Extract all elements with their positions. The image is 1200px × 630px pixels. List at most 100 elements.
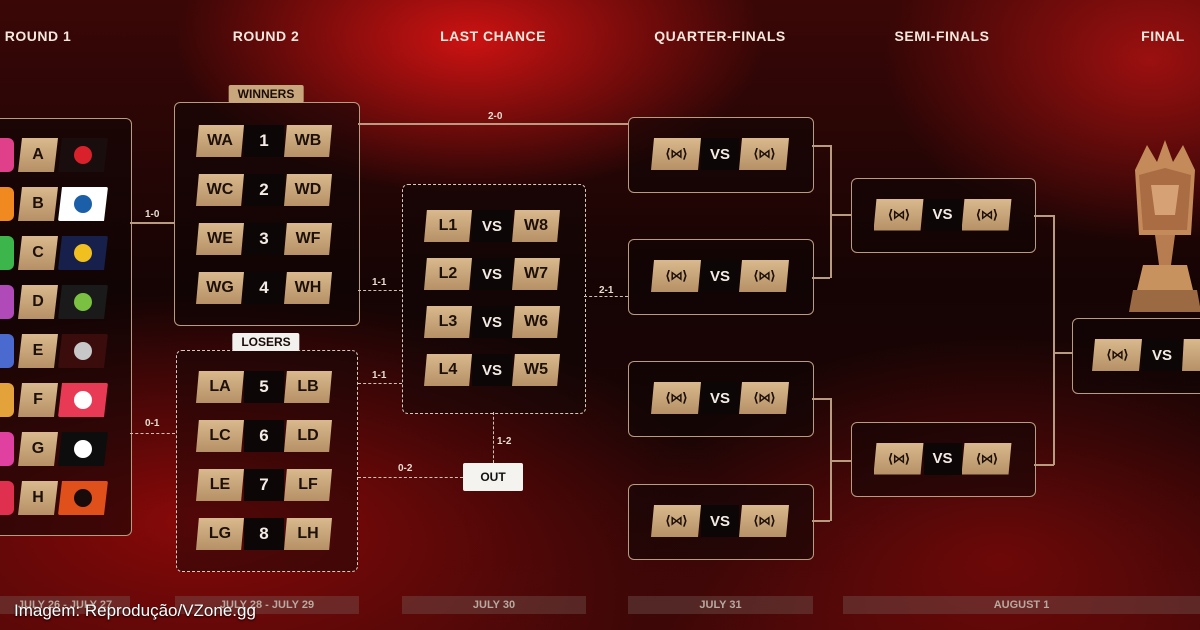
team-row[interactable]: H bbox=[0, 481, 112, 515]
quarter-final-match-vs: VS bbox=[701, 138, 739, 170]
team-seed: H bbox=[18, 481, 58, 515]
semi-final-match-vs: VS bbox=[923, 198, 962, 231]
winners-match-team-a: WA bbox=[196, 125, 244, 157]
losers-match-team-b: LF bbox=[284, 469, 332, 501]
connector-winners-to-qf bbox=[358, 123, 628, 125]
team-color-chip bbox=[0, 481, 14, 515]
team-row[interactable]: B bbox=[0, 187, 112, 221]
score-lc-to-qf: 2-1 bbox=[599, 285, 614, 296]
semi-final-match-vs: VS bbox=[923, 442, 962, 475]
connector-winners-to-lc bbox=[358, 290, 402, 291]
connector-r1-losers bbox=[130, 433, 175, 434]
team-logo bbox=[58, 432, 108, 466]
losers-match-middle: 5 bbox=[244, 371, 284, 403]
winners-match-middle: 3 bbox=[244, 223, 284, 255]
winners-match-middle: 2 bbox=[244, 174, 284, 206]
team-logo bbox=[58, 334, 108, 368]
team-row[interactable]: D bbox=[0, 285, 112, 319]
connector-sf-vertical bbox=[1053, 215, 1055, 465]
connector-qf12-to-sf bbox=[830, 214, 851, 216]
quarter-final-match-team-a-logo: ⟨⋈⟩ bbox=[651, 138, 701, 170]
team-logo-emblem bbox=[74, 342, 92, 360]
score-lc-to-out: 1-2 bbox=[497, 436, 512, 447]
team-logo-emblem bbox=[74, 146, 92, 164]
losers-match-team-a: LC bbox=[196, 420, 244, 452]
header-quarter-finals: QUARTER-FINALS bbox=[654, 28, 786, 44]
team-row[interactable]: F bbox=[0, 383, 112, 417]
team-color-chip bbox=[0, 138, 14, 172]
team-color-chip bbox=[0, 334, 14, 368]
team-color-chip bbox=[0, 383, 14, 417]
final-team-b-logo bbox=[1182, 339, 1200, 371]
losers-match-team-a: LA bbox=[196, 371, 244, 403]
quarter-final-match-vs: VS bbox=[701, 260, 739, 292]
last-chance-match-middle: VS bbox=[472, 210, 512, 242]
score-r1-losers: 0-1 bbox=[145, 418, 160, 429]
team-logo bbox=[58, 285, 108, 319]
team-logo-emblem bbox=[74, 244, 92, 262]
losers-tag: LOSERS bbox=[232, 333, 300, 351]
team-row[interactable]: G bbox=[0, 432, 112, 466]
losers-match-team-b: LD bbox=[284, 420, 332, 452]
connector-losers-to-out bbox=[358, 477, 463, 478]
score-winners-to-lc: 1-1 bbox=[372, 277, 387, 288]
losers-match-middle: 6 bbox=[244, 420, 284, 452]
score-losers-to-lc: 1-1 bbox=[372, 370, 387, 381]
winners-match-team-b: WF bbox=[284, 223, 332, 255]
last-chance-match-team-b: W7 bbox=[512, 258, 560, 290]
header-semi-finals: SEMI-FINALS bbox=[894, 28, 990, 44]
team-logo-emblem bbox=[74, 195, 92, 213]
team-row[interactable]: E bbox=[0, 334, 112, 368]
quarter-final-match-team-b-logo: ⟨⋈⟩ bbox=[739, 138, 789, 170]
date-bar-3: JULY 30 bbox=[402, 596, 586, 614]
connector-losers-to-lc bbox=[358, 383, 402, 384]
connector-sf-to-final bbox=[1053, 352, 1073, 354]
losers-match-middle: 8 bbox=[244, 518, 284, 550]
semi-final-match-team-a-logo: ⟨⋈⟩ bbox=[873, 442, 924, 475]
out-box: OUT bbox=[463, 463, 523, 491]
connector-qf1 bbox=[812, 145, 830, 147]
quarter-final-match-team-a-logo: ⟨⋈⟩ bbox=[651, 505, 701, 537]
last-chance-match-team-b: W8 bbox=[512, 210, 560, 242]
quarter-final-match-team-a-logo: ⟨⋈⟩ bbox=[651, 260, 701, 292]
team-logo bbox=[58, 383, 108, 417]
semi-final-match-team-a-logo: ⟨⋈⟩ bbox=[873, 198, 924, 231]
quarter-final-match-team-b-logo: ⟨⋈⟩ bbox=[739, 382, 789, 414]
team-seed: F bbox=[18, 383, 58, 417]
trophy-icon bbox=[1129, 140, 1200, 312]
team-logo-emblem bbox=[74, 440, 92, 458]
connector-qf34-vertical bbox=[830, 398, 832, 521]
winners-match-middle: 1 bbox=[244, 125, 284, 157]
team-row[interactable]: C bbox=[0, 236, 112, 270]
team-seed: B bbox=[18, 187, 58, 221]
winners-match-team-b: WD bbox=[284, 174, 332, 206]
date-bar-1: JULY 26 - JULY 27 bbox=[0, 596, 130, 614]
connector-sf1 bbox=[1034, 215, 1054, 217]
connector-qf12-vertical bbox=[830, 145, 832, 278]
team-color-chip bbox=[0, 236, 14, 270]
team-logo-emblem bbox=[74, 391, 92, 409]
team-seed: E bbox=[18, 334, 58, 368]
team-color-chip bbox=[0, 187, 14, 221]
losers-match-team-a: LG bbox=[196, 518, 244, 550]
winners-match-team-a: WC bbox=[196, 174, 244, 206]
score-winners-to-qf: 2-0 bbox=[488, 111, 503, 122]
round-1-panel bbox=[0, 118, 132, 536]
team-seed: A bbox=[18, 138, 58, 172]
connector-qf34-to-sf bbox=[830, 460, 851, 462]
score-losers-to-out: 0-2 bbox=[398, 463, 413, 474]
winners-match-middle: 4 bbox=[244, 272, 284, 304]
image-credit-caption: Imagem: Reprodução/VZone.gg bbox=[14, 601, 256, 620]
quarter-final-match-team-b-logo: ⟨⋈⟩ bbox=[739, 505, 789, 537]
team-color-chip bbox=[0, 432, 14, 466]
date-bar-5: AUGUST 1 bbox=[843, 596, 1200, 614]
team-row[interactable]: A bbox=[0, 138, 112, 172]
winners-tag: WINNERS bbox=[228, 85, 304, 103]
date-bar-4: JULY 31 bbox=[628, 596, 813, 614]
header-last-chance: LAST CHANCE bbox=[440, 28, 546, 44]
winners-match-team-a: WG bbox=[196, 272, 244, 304]
winners-match-team-b: WB bbox=[284, 125, 332, 157]
last-chance-match-team-b: W5 bbox=[512, 354, 560, 386]
connector-qf2 bbox=[812, 277, 830, 279]
team-seed: C bbox=[18, 236, 58, 270]
